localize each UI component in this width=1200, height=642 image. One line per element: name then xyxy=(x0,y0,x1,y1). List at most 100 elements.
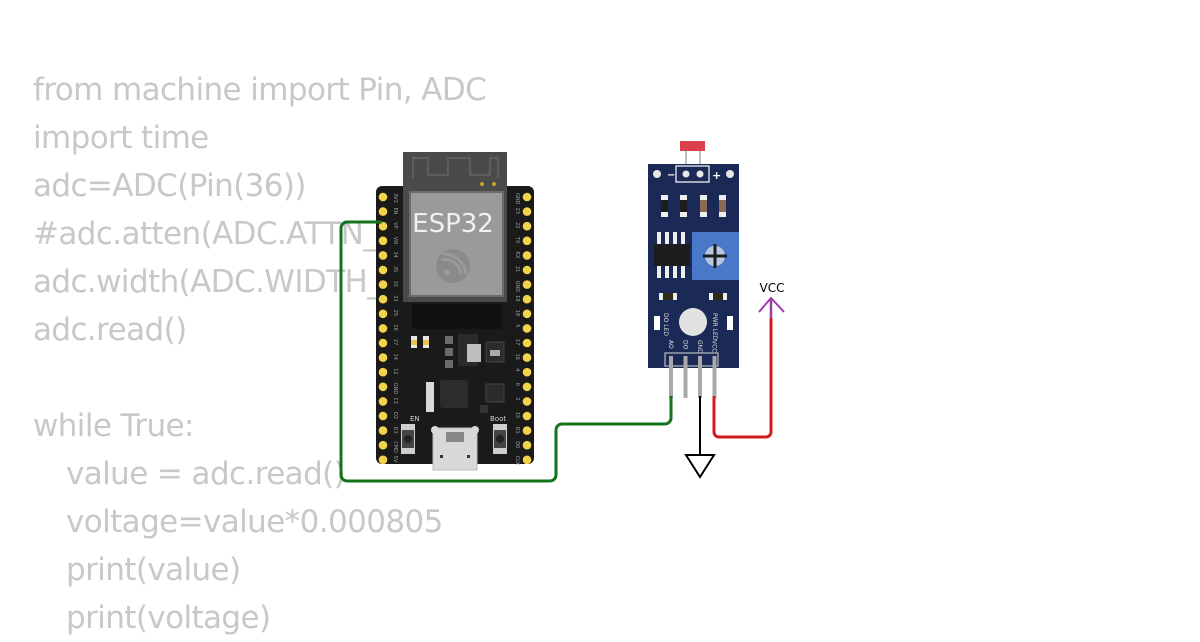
esp32-pin[interactable] xyxy=(522,382,532,392)
esp32-pin[interactable] xyxy=(378,382,388,392)
esp32-pin-label: GND xyxy=(514,281,520,293)
esp32-pin[interactable] xyxy=(522,280,532,289)
code-line: import time xyxy=(33,120,209,156)
esp32-pin[interactable] xyxy=(378,280,388,289)
esp32-pin[interactable] xyxy=(378,426,388,435)
en-button-label: EN xyxy=(410,415,420,423)
esp32-pin[interactable] xyxy=(378,338,388,348)
esp32-board[interactable]: ESP32 EN Boot xyxy=(376,152,534,471)
esp32-pin-label: 34 xyxy=(392,251,398,257)
board-components: EN Boot xyxy=(410,334,506,423)
esp32-pin-label: CLK xyxy=(514,456,520,466)
esp32-pin-label: D2 xyxy=(392,412,398,419)
vcc-arrow-icon xyxy=(758,296,785,313)
esp32-pin-label: 35 xyxy=(392,266,398,272)
esp32-pin-label: 15 xyxy=(514,412,520,418)
code-line: print(value) xyxy=(66,552,241,588)
esp32-pin-label: TX xyxy=(514,236,520,244)
esp32-pin-label: 4 xyxy=(514,368,520,371)
sensor-pin[interactable] xyxy=(698,356,702,398)
mount-hole xyxy=(653,170,661,178)
esp32-pin-label: GND xyxy=(392,383,398,395)
code-line: adc.width(ADC.WIDTH_ xyxy=(33,264,383,300)
esp32-pin[interactable] xyxy=(522,324,532,333)
esp32-pin[interactable] xyxy=(378,324,388,333)
esp32-pin[interactable] xyxy=(522,338,532,348)
esp32-pin-label: EN xyxy=(392,208,398,215)
potentiometer[interactable] xyxy=(692,232,739,280)
esp32-pin[interactable] xyxy=(522,192,532,202)
sensor-pin[interactable] xyxy=(683,356,688,398)
sensor-pin[interactable] xyxy=(712,356,717,398)
wire-vcc[interactable] xyxy=(712,318,773,439)
code-line: voltage=value*0.000805 xyxy=(66,504,443,540)
sensor-pin[interactable] xyxy=(669,356,673,398)
boot-button[interactable] xyxy=(493,424,507,454)
sensor-pin-label: DO xyxy=(682,340,689,350)
esp32-pin[interactable] xyxy=(378,221,388,231)
esp32-pin[interactable] xyxy=(378,265,388,275)
ldr-pad xyxy=(696,170,704,178)
esp32-pin[interactable] xyxy=(522,367,532,377)
sensor-pin-header xyxy=(664,352,719,367)
sensor-pin-label: AO xyxy=(667,340,674,349)
esp32-pin[interactable] xyxy=(522,411,532,421)
esp32-pin[interactable] xyxy=(522,455,532,465)
usb-port[interactable] xyxy=(431,426,479,471)
esp32-pin[interactable] xyxy=(522,265,532,275)
wire-ao-to-vp[interactable] xyxy=(339,220,673,483)
esp32-left-pin-header: 3V3ENVPVN343532332526271412GND13D2D3CMD5… xyxy=(378,192,398,465)
esp32-pin[interactable] xyxy=(378,207,388,216)
esp32-pin[interactable] xyxy=(522,353,532,362)
esp32-pin[interactable] xyxy=(378,192,388,202)
esp32-pin[interactable] xyxy=(378,367,388,377)
esp32-pin[interactable] xyxy=(522,309,532,319)
esp32-pin[interactable] xyxy=(378,397,388,406)
esp32-pin[interactable] xyxy=(522,221,532,231)
photoresistor xyxy=(680,141,705,151)
esp32-pin-label: 17 xyxy=(514,339,520,345)
esp32-pin[interactable] xyxy=(522,426,532,435)
module-pads xyxy=(412,304,502,329)
esp32-pin-label: 3V3 xyxy=(392,193,398,203)
en-button[interactable] xyxy=(401,424,415,454)
espressif-logo-icon xyxy=(436,249,470,283)
esp32-pin[interactable] xyxy=(378,309,388,319)
plus-label: + xyxy=(712,169,721,182)
esp32-pin-label: 12 xyxy=(392,368,398,374)
smd-resistors xyxy=(659,293,727,300)
sensor-pin-label: GND xyxy=(696,340,703,354)
esp32-pin[interactable] xyxy=(522,397,532,406)
esp32-pin[interactable] xyxy=(522,251,532,260)
esp32-pin[interactable] xyxy=(522,236,532,246)
esp32-pin[interactable] xyxy=(378,440,388,450)
esp32-module-label: ESP32 xyxy=(412,209,494,239)
light-sensor-module[interactable]: − + DO LED PWR LED xyxy=(648,141,739,398)
esp32-pin-label: 5V xyxy=(392,456,398,463)
esp32-pin[interactable] xyxy=(378,455,388,465)
esp32-pin[interactable] xyxy=(378,353,388,362)
esp32-pin-label: 16 xyxy=(514,354,520,360)
esp32-pin-label: 5 xyxy=(514,324,520,327)
esp32-pin-label: 2 xyxy=(514,397,520,400)
ground-symbol-icon[interactable] xyxy=(684,454,716,479)
esp32-pin[interactable] xyxy=(522,294,532,304)
code-line: from machine import Pin, ADC xyxy=(33,72,487,108)
sensor-pin-label: VCC xyxy=(711,340,718,352)
antenna-pad xyxy=(492,182,496,186)
esp32-pin[interactable] xyxy=(378,294,388,304)
code-line: #adc.atten(ADC.ATTN_0 xyxy=(33,216,398,252)
esp32-pin[interactable] xyxy=(522,440,532,450)
esp32-pin-label: 18 xyxy=(514,310,520,316)
esp32-pin[interactable] xyxy=(378,236,388,246)
esp32-pin[interactable] xyxy=(378,411,388,421)
esp32-pin-label: 32 xyxy=(392,281,398,287)
sensor-pins xyxy=(669,356,717,398)
esp32-pin[interactable] xyxy=(522,207,532,216)
code-line: adc.read() xyxy=(33,312,187,348)
esp32-pin-label: 0 xyxy=(514,383,520,386)
vcc-symbol[interactable]: VCC xyxy=(758,281,785,318)
esp32-pin-label: 14 xyxy=(392,354,398,360)
esp32-pin[interactable] xyxy=(378,251,388,260)
